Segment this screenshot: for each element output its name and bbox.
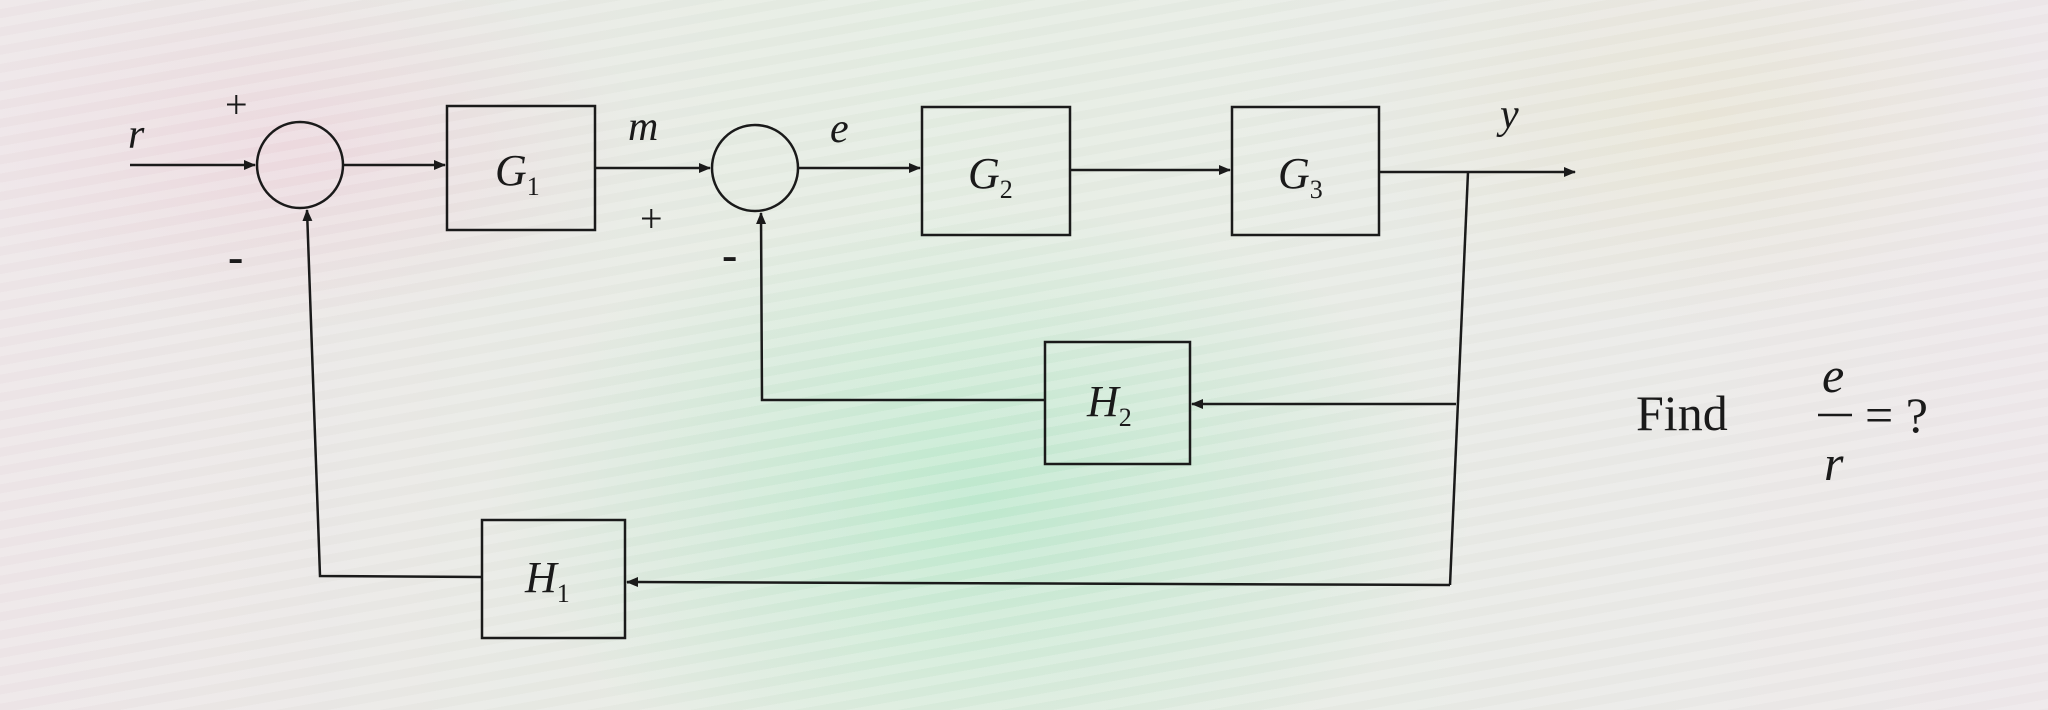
- block-h1: [480, 518, 627, 640]
- block-h2-label: H2: [1086, 377, 1132, 432]
- signal-m-label: m: [628, 104, 658, 150]
- block-h2: [1043, 340, 1192, 466]
- block-g2-label: G2: [968, 149, 1013, 204]
- summing-junction-2: [710, 123, 800, 213]
- equals-question: = ?: [1865, 387, 1928, 443]
- signal-y-label: y: [1496, 92, 1519, 138]
- signal-r-label: r: [128, 112, 145, 158]
- block-g1-label: G1: [495, 146, 540, 201]
- fraction-numerator: e: [1822, 347, 1844, 403]
- block-g3-label: G3: [1278, 149, 1323, 204]
- summing-junction-1: [255, 120, 345, 210]
- sign-sum2-bottom: -: [722, 229, 737, 280]
- sign-sum1-bottom: -: [228, 231, 243, 282]
- line-takeoff-to-h1: [626, 577, 1451, 588]
- takeoff-line: [1448, 171, 1470, 586]
- sign-sum1-top: +: [225, 82, 248, 127]
- fraction-denominator: r: [1824, 435, 1844, 491]
- sign-sum2-left: +: [640, 196, 663, 241]
- block-h1-label: H1: [524, 553, 570, 608]
- signal-e-label: e: [830, 106, 849, 152]
- find-label: Find: [1636, 385, 1728, 441]
- line-h1-to-sum1: [302, 209, 483, 579]
- line-h2-to-sum2: [756, 212, 1045, 402]
